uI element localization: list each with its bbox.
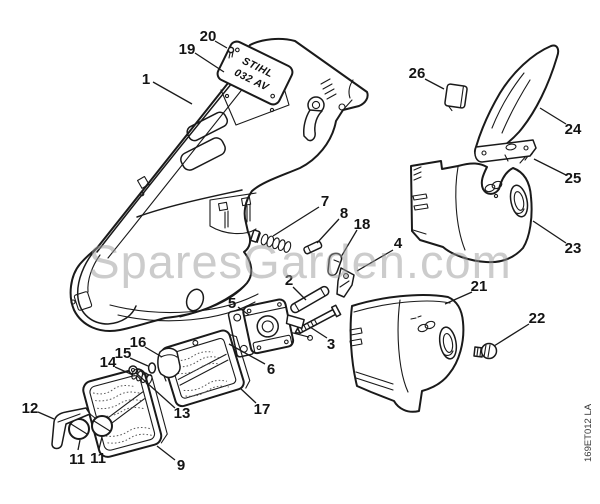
callout-7: 7 (272, 193, 329, 237)
callout-number: 2 (285, 272, 293, 289)
callout-15: 15 (115, 345, 149, 367)
callout-number: 16 (130, 334, 147, 351)
callout-number: 22 (529, 310, 546, 327)
callout-18: 18 (340, 216, 371, 258)
callout-21: 21 (444, 278, 488, 305)
callout-number: 4 (394, 235, 403, 252)
callout-number: 11 (90, 450, 106, 467)
part-11-knob-right (89, 413, 113, 437)
part-5-carburetor (227, 298, 313, 358)
callout-13: 13 (135, 372, 191, 422)
callout-number: 20 (200, 28, 217, 45)
callout-number: 8 (340, 205, 348, 222)
part-1-tank-housing (69, 37, 369, 332)
callout-number: 21 (471, 278, 488, 295)
callout-number: 1 (142, 71, 150, 88)
callout-number: 18 (354, 216, 371, 233)
part-14-spring (131, 368, 153, 385)
callout-number: 9 (177, 457, 185, 474)
callout-17: 17 (239, 387, 271, 418)
callout-number: 17 (254, 401, 271, 418)
callout-11-left: 11 (69, 439, 85, 468)
callout-number: 11 (69, 451, 85, 468)
part-2-fuel-hose (290, 285, 330, 314)
callout-2: 2 (285, 272, 307, 301)
part-24-deflector-fin (474, 44, 560, 163)
part-8-pin (303, 240, 323, 255)
callout-number: 3 (327, 336, 335, 353)
callout-22: 22 (493, 310, 546, 347)
callout-14: 14 (100, 354, 134, 376)
part-20-screw (227, 46, 235, 59)
callout-number: 6 (267, 361, 275, 378)
part-23-shroud (410, 160, 533, 264)
callout-26: 26 (409, 65, 445, 90)
callout-number: 5 (228, 295, 236, 312)
callout-number: 23 (565, 240, 582, 257)
part-19-model-plate: STIHL 032 AV (216, 40, 294, 106)
choke-lever (303, 109, 323, 142)
callout-1: 1 (142, 71, 193, 105)
callout-number: 26 (409, 65, 426, 82)
part-3-screw (294, 304, 342, 334)
part-15-ring (147, 362, 157, 374)
part-12-lever (51, 407, 91, 450)
callout-5: 5 (228, 295, 250, 316)
fuel-cap-hole (185, 288, 205, 312)
callout-12: 12 (22, 400, 55, 420)
part-18-clip (327, 252, 343, 276)
callout-11-right: 11 (90, 436, 106, 467)
part-4-bracket (336, 267, 355, 298)
callout-23: 23 (532, 220, 582, 257)
part-22-screw (473, 342, 498, 360)
callouts: 1 2 3 4 5 6 7 8 (22, 28, 582, 474)
callout-9: 9 (156, 445, 185, 474)
callout-24: 24 (539, 107, 582, 138)
part-17-filter-base (160, 329, 251, 408)
watermark-text: SparesGarden.com (88, 235, 512, 288)
callout-number: 13 (174, 405, 191, 422)
callout-number: 7 (321, 193, 329, 210)
part-26-pad (444, 83, 468, 112)
callout-number: 12 (22, 400, 39, 417)
document-code: 169ET012 LA (583, 403, 594, 462)
callout-8: 8 (316, 205, 348, 244)
callout-19: 19 (179, 41, 225, 73)
callout-number: 24 (565, 121, 582, 138)
callout-number: 19 (179, 41, 196, 58)
callout-16: 16 (130, 334, 163, 358)
callout-number: 14 (100, 354, 117, 371)
callout-6: 6 (228, 343, 275, 378)
callout-number: 25 (565, 170, 582, 187)
callout-3: 3 (309, 326, 335, 353)
part-16-twist-knob (157, 347, 181, 382)
part-21-carb-cover (349, 294, 465, 413)
callout-25: 25 (533, 158, 582, 187)
part-7-screw-spring (250, 229, 292, 253)
callout-20: 20 (200, 28, 228, 49)
callout-number: 15 (115, 345, 132, 362)
throttle-arm (285, 314, 305, 330)
callout-4: 4 (356, 235, 403, 272)
part-9-air-filter (82, 368, 168, 458)
